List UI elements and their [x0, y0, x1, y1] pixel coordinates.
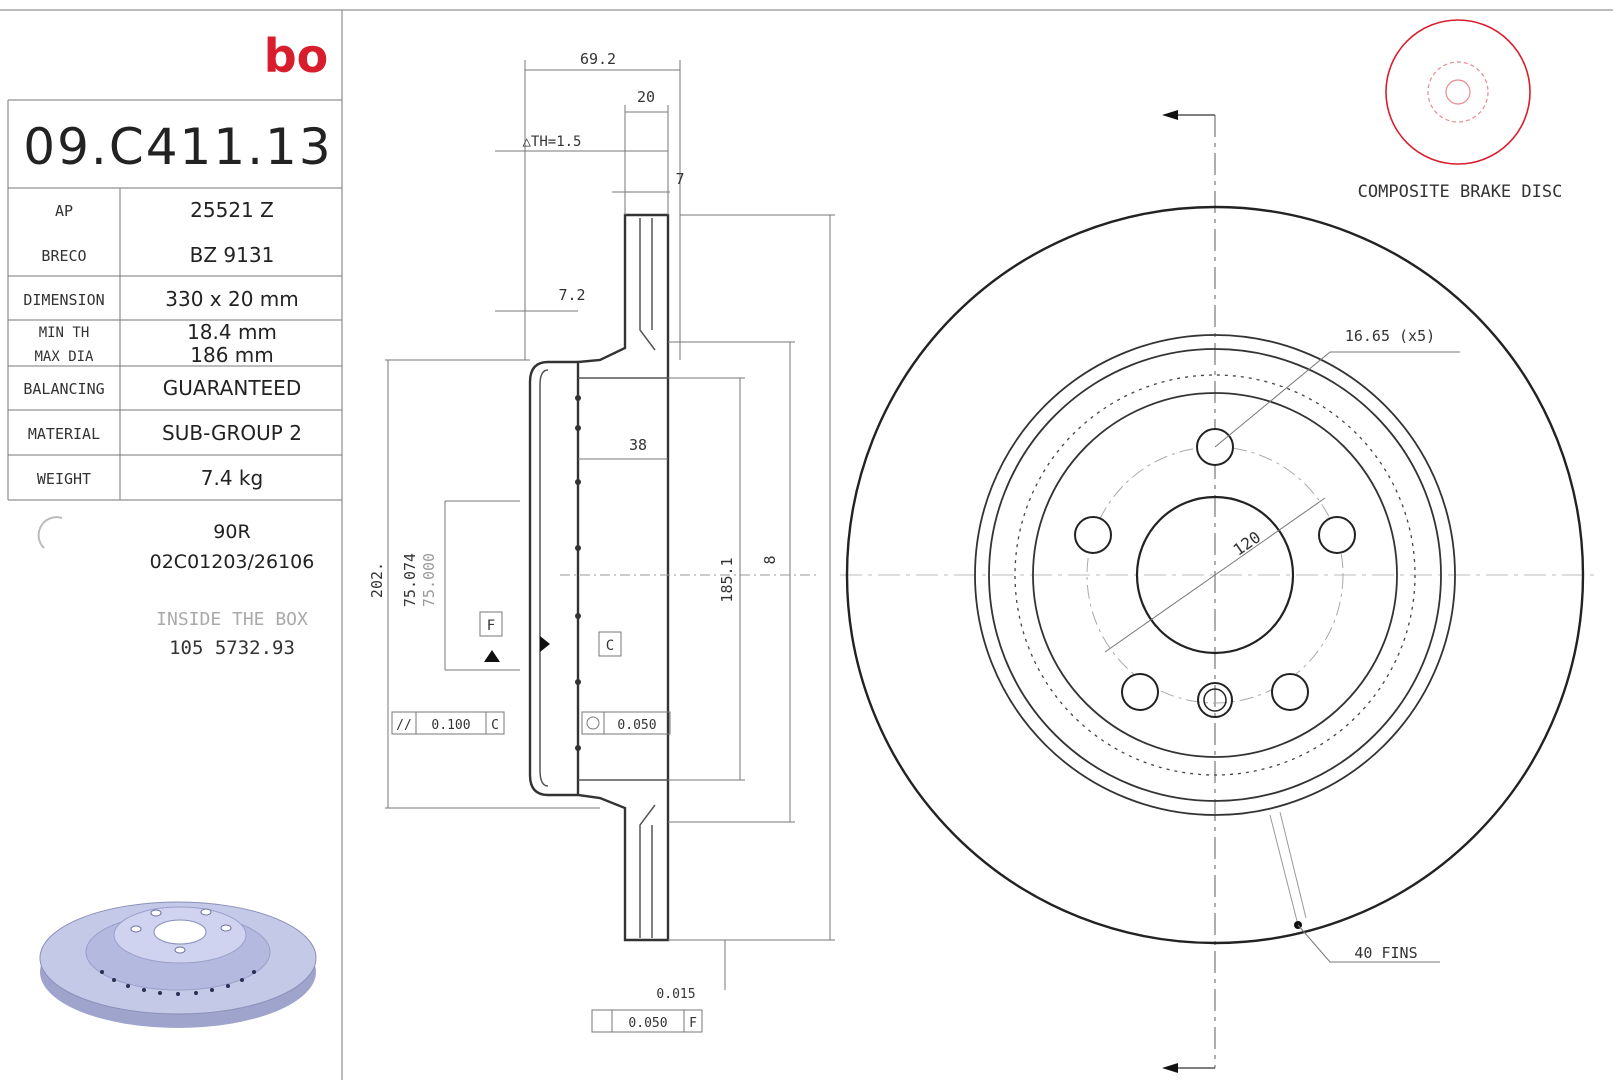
composite-stamp: COMPOSITE BRAKE DISC	[1358, 19, 1563, 202]
bolt-hole	[1271, 673, 1309, 711]
dim-bolt-hole: 16.65 (x5)	[1345, 327, 1435, 345]
spec-value-breco: BZ 9131	[190, 243, 275, 267]
tol-face-runout: 0.050	[628, 1016, 667, 1031]
tol-runout: 0.050	[617, 718, 656, 733]
datum-c: C	[606, 638, 614, 654]
dim-hat-depth: 38	[629, 436, 647, 454]
brand-logo: bo	[264, 29, 329, 83]
dim-outer-dia: 8	[761, 555, 779, 564]
inside-box-code: 105 5732.93	[169, 637, 295, 659]
composite-stamp-rotor-icon	[1427, 61, 1489, 123]
spec-label-dimension: DIMENSION	[23, 291, 104, 309]
bolt-hole	[1121, 673, 1159, 711]
vane-channel	[639, 218, 656, 351]
spec-label-breco: BRECO	[41, 247, 86, 265]
spec-label-max-dia: MAX DIA	[34, 349, 94, 365]
fin-section	[1269, 814, 1299, 926]
composite-stamp-circle	[1385, 19, 1531, 165]
datum-f-box	[479, 611, 503, 637]
tol-leader	[668, 939, 726, 990]
tol-parallelism-ref: C	[491, 718, 499, 733]
hat-top-edge	[1032, 392, 1398, 758]
dim-hat-wall: 7.2	[558, 286, 585, 304]
bolt-holes	[1074, 428, 1356, 711]
locating-hole-inner	[1203, 688, 1227, 712]
spec-value-max-dia: 186 mm	[190, 343, 274, 367]
part-number: 09.C411.13	[23, 118, 332, 176]
spec-value-ap: 25521 Z	[190, 198, 274, 222]
dim-fins: 40 FINS	[1354, 944, 1417, 962]
dim-cheek: 7	[675, 170, 684, 188]
bolt-hole	[1318, 516, 1356, 554]
spec-value-material: SUB-GROUP 2	[162, 421, 302, 445]
dim-line-pcd	[1104, 497, 1326, 653]
friction-inner-edge	[974, 334, 1456, 816]
leader-bolt-hole	[1214, 351, 1460, 448]
parallelism-icon: //	[396, 718, 412, 733]
centre-bore	[1135, 495, 1295, 655]
spec-label-material: MATERIAL	[28, 425, 100, 443]
tol-parallelism: 0.100	[431, 718, 470, 733]
spec-value-balancing: GUARANTEED	[163, 376, 301, 400]
spec-table: bo 09.C411.13 AP 25521 Z BRECO BZ 9131 D…	[0, 9, 1613, 1080]
vane-channel	[639, 804, 656, 938]
leader-fins	[1297, 924, 1440, 963]
inside-box-label: INSIDE THE BOX	[156, 609, 308, 630]
approval-code: 02C01203/26106	[150, 551, 315, 573]
composite-stamp-hub-icon	[1445, 79, 1471, 105]
tol-frame-runout	[581, 711, 671, 735]
tol-face-runout-ref: F	[689, 1016, 697, 1031]
disc-thumb-bore	[153, 919, 207, 945]
section-arrow-bottom-icon	[1162, 1063, 1178, 1073]
tol-frame-face-runout	[591, 1009, 703, 1033]
datum-c-box	[598, 631, 622, 657]
composite-label: COMPOSITE BRAKE DISC	[1358, 182, 1563, 202]
hat-outline	[528, 360, 578, 797]
disc-thumb-cross-drill	[100, 970, 256, 996]
tol-flatness: 0.015	[656, 987, 695, 1002]
hat-drill-circle	[1014, 374, 1416, 776]
dim-thickness: 20	[637, 88, 655, 106]
hat-outer-edge	[988, 348, 1442, 802]
disc-outer-edge	[845, 205, 1585, 945]
fin-section	[1279, 811, 1307, 919]
runout-icon	[586, 716, 600, 730]
disc-thumb-bolt-holes	[130, 908, 232, 954]
dim-pcd: 120	[1230, 527, 1265, 559]
spec-value-dimension: 330 x 20 mm	[165, 287, 299, 311]
cross-section-view: 69.2 20 △TH=1.5 7 7.2 38 75.074 75.000 2…	[368, 50, 835, 1033]
friction-ring-outline	[576, 213, 670, 942]
hat-inner-wall	[539, 369, 549, 787]
dim-bore-max: 75.000	[420, 553, 438, 607]
spec-label-ap: AP	[55, 202, 73, 220]
dim-hat-dia: 202.	[368, 562, 386, 598]
dim-th-tolerance: △TH=1.5	[522, 134, 581, 150]
dim-bore-min: 75.074	[401, 553, 419, 607]
datum-f-arrow-icon	[484, 650, 500, 662]
tol-frame-parallelism	[391, 711, 505, 735]
section-arrow-top-icon	[1162, 110, 1178, 120]
datum-c-arrow-icon	[540, 636, 550, 652]
spec-label-min-th: MIN TH	[39, 325, 90, 341]
face-view: 120 16.65 (x5) 40 FINS	[840, 110, 1600, 1073]
datum-f: F	[487, 618, 495, 634]
spec-label-weight: WEIGHT	[37, 470, 91, 488]
spec-value-weight: 7.4 kg	[201, 466, 263, 490]
dim-inner-dia: 185.1	[718, 557, 736, 602]
hat-drill-holes	[575, 395, 581, 751]
bolt-hole	[1074, 516, 1112, 554]
approval-mark-icon	[37, 516, 63, 549]
disc-thumbnail	[39, 901, 317, 1028]
approval-reg: 90R	[213, 521, 250, 543]
dim-overall-width: 69.2	[580, 50, 616, 68]
locating-hole	[1197, 682, 1233, 718]
spec-value-min-th: 18.4 mm	[187, 320, 277, 344]
spec-label-balancing: BALANCING	[23, 380, 104, 398]
